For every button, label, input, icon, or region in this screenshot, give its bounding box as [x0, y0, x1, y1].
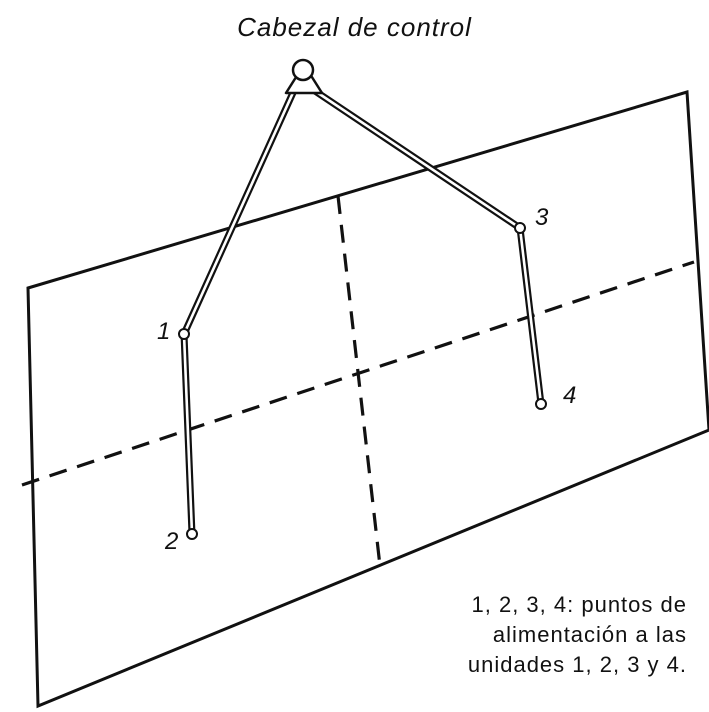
legend-line-2: alimentación a las [492, 622, 687, 647]
point-label-1: 1 [157, 318, 171, 345]
feed-line-3 [311, 87, 524, 232]
diagram-title: Cabezal de control [237, 12, 472, 42]
legend-line-1: 1, 2, 3, 4: puntos de [471, 592, 687, 617]
dashed-divider-horizontal [21, 260, 695, 487]
dashed-divider-vertical [336, 195, 382, 567]
feed-point-2 [186, 528, 198, 540]
legend-line-3: unidades 1, 2, 3 y 4. [467, 652, 687, 677]
point-label-4: 4 [563, 382, 577, 409]
feed-line-4 [516, 224, 545, 408]
feed-point-3 [514, 222, 526, 234]
feed-point-1 [178, 328, 190, 340]
panel-plane [26, 90, 709, 709]
feed-line-1 [180, 82, 300, 338]
legend-note: 1, 2, 3, 4: puntos de alimentación a las… [357, 590, 687, 680]
point-label-3: 3 [535, 204, 549, 231]
point-label-2: 2 [165, 528, 179, 555]
feed-point-4 [535, 398, 547, 410]
control-head-icon [284, 58, 324, 95]
feed-line-2 [180, 330, 196, 538]
